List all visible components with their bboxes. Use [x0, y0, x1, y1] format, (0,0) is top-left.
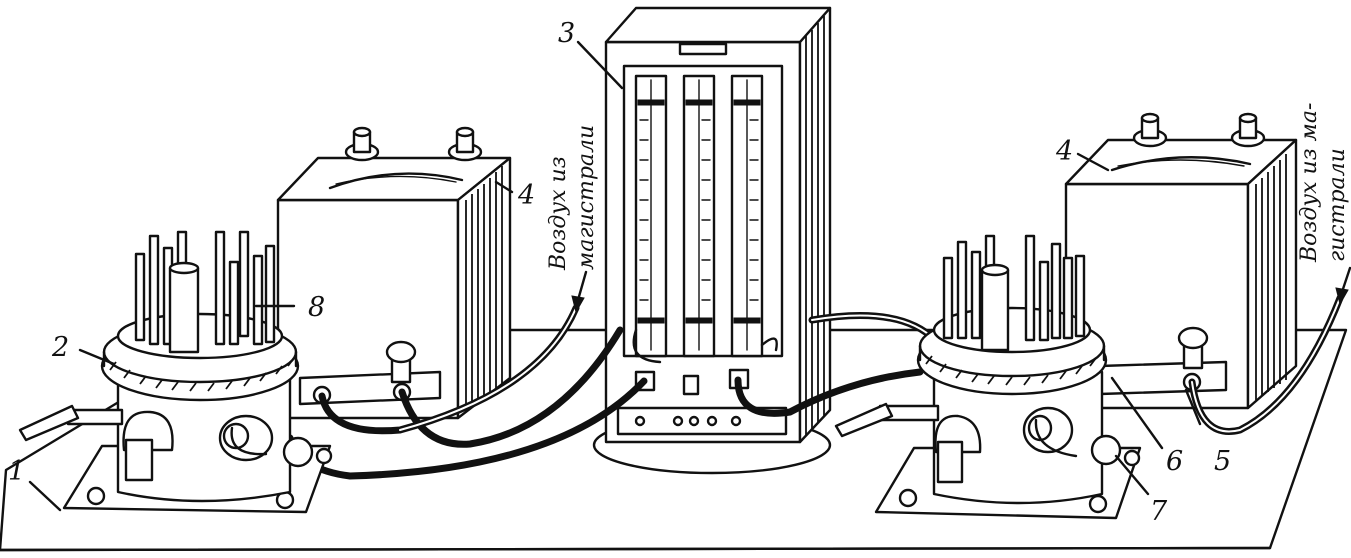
terminal-knob-left-1 [344, 126, 380, 162]
manometer-stand [592, 6, 832, 475]
sensor-unit-left [18, 230, 333, 514]
label-2-sensor: 2 [51, 332, 69, 363]
terminal-knob-right-1 [1132, 112, 1168, 148]
label-4-gauge-right: 4 [1055, 136, 1073, 167]
leader-lines [28, 40, 1202, 512]
air-annotation-left: Воздух из магистрали [546, 125, 599, 271]
label-7-valve: 7 [1150, 496, 1168, 527]
label-6-connector: 6 [1166, 446, 1183, 477]
gauge-box-left [276, 126, 512, 420]
callout-labels: 1 2 3 4 4 5 6 7 8 [8, 18, 1231, 527]
label-8-nozzle: 8 [308, 292, 325, 323]
air-right-line1: Воздух из ма- [1297, 103, 1322, 263]
tube-scale-ticks [639, 119, 759, 301]
label-5-clamp: 5 [1214, 446, 1231, 477]
nozzle-pins-right [942, 234, 1086, 352]
nozzle-pins-left [134, 230, 276, 354]
tube-2 [682, 74, 716, 358]
label-1-base: 1 [8, 456, 25, 487]
tube-3 [730, 74, 764, 358]
sensor-unit-right [834, 234, 1142, 520]
tube-1 [634, 74, 668, 358]
air-inlet-arrow-left [571, 270, 588, 314]
air-inlet-arrow-right [1335, 266, 1351, 306]
terminal-knob-left-2 [447, 126, 483, 162]
air-left-line1: Воздух из [546, 156, 571, 271]
label-4-gauge-left: 4 [517, 180, 535, 211]
air-annotation-right: Воздух из ма- гистрали [1297, 103, 1350, 263]
air-left-line2: магистрали [574, 125, 599, 270]
label-3-manometer: 3 [558, 18, 575, 49]
air-right-line2: гистрали [1325, 148, 1350, 262]
terminal-knob-right-2 [1230, 112, 1266, 148]
